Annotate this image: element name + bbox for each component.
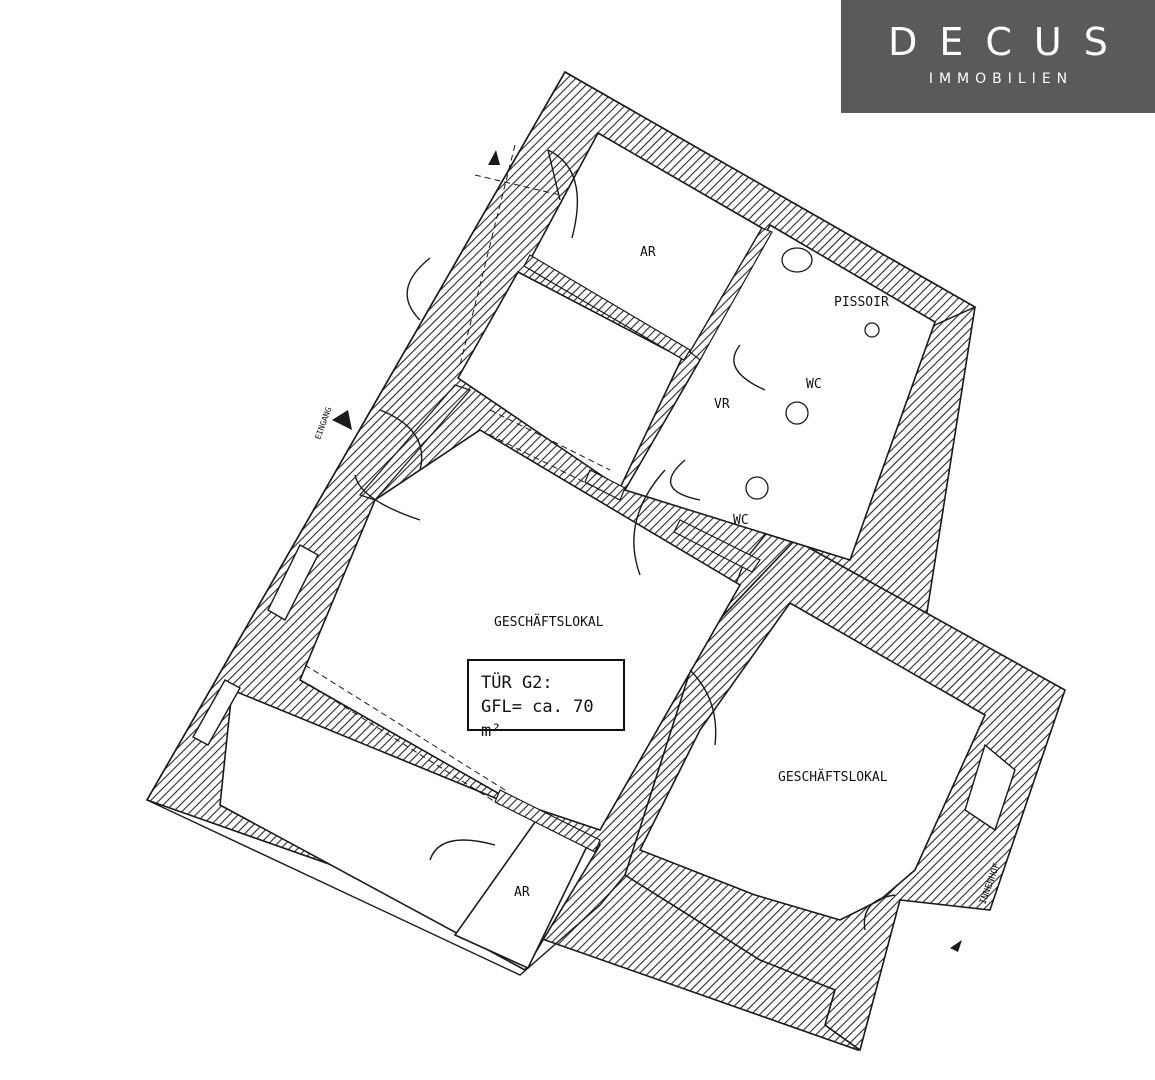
label-wc-lower: WC xyxy=(733,513,749,528)
door-swings xyxy=(354,149,896,931)
label-vr: VR xyxy=(714,397,730,412)
partition-walls xyxy=(358,227,773,853)
toilet-lower-icon xyxy=(745,476,769,500)
logo: DECUS IMMOBILIEN xyxy=(841,0,1155,113)
entrance-arrow-icon xyxy=(332,410,352,430)
arrows xyxy=(332,150,962,952)
label-geschaeftslokal-right: GESCHÄFTSLOKAL xyxy=(778,769,888,785)
bottom-arrow-icon xyxy=(950,940,962,952)
logo-subtitle: IMMOBILIEN xyxy=(928,71,1074,87)
sanitary-fixtures xyxy=(745,247,880,500)
logo-wordmark: DECUS xyxy=(888,20,1130,64)
room-geschaeftslokal-right xyxy=(638,601,987,921)
label-pissoir: PISSOIR xyxy=(834,295,889,310)
label-ar-bottom: AR xyxy=(514,885,530,900)
unit-info-line1: TÜR G2: xyxy=(481,673,553,693)
unit-info-line2: GFL= ca. 70 m² xyxy=(481,697,594,741)
urinal-icon xyxy=(864,322,880,338)
unit-info-box: TÜR G2: GFL= ca. 70 m² xyxy=(467,659,625,741)
dashed-lines xyxy=(304,144,611,806)
toilet-upper-icon xyxy=(785,401,809,425)
interior-rooms xyxy=(219,131,987,972)
label-entrance: EINGANG xyxy=(313,406,333,441)
sink-icon xyxy=(781,247,813,273)
top-arrow-icon xyxy=(488,150,500,165)
label-ar-top: AR xyxy=(640,245,656,260)
label-geschaeftslokal-main: GESCHÄFTSLOKAL xyxy=(494,614,604,630)
windows xyxy=(192,544,1016,832)
label-wc-upper: WC xyxy=(806,377,822,392)
